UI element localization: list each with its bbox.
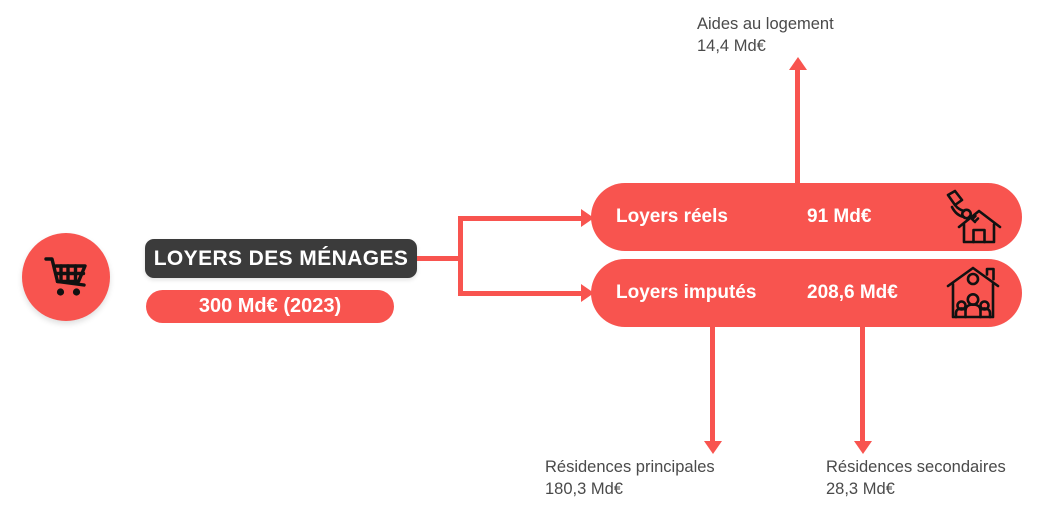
source-title-label: LOYERS DES MÉNAGES xyxy=(153,246,409,270)
arrow-up-head-icon xyxy=(789,57,807,70)
connector-branch-top xyxy=(458,216,588,221)
house-family-icon xyxy=(942,265,1004,321)
caption-secondaires-title: Résidences secondaires xyxy=(826,458,1006,476)
row-loyers-imputes: Loyers imputés 208,6 Md€ xyxy=(591,259,1022,327)
caption-aides-au-logement: Aides au logement 14,4 Md€ xyxy=(697,13,834,57)
arrow-to-loyers-imputes-icon xyxy=(581,284,594,302)
arrow-down-principales-head-icon xyxy=(704,441,722,454)
caption-residences-secondaires: Résidences secondaires 28,3 Md€ xyxy=(826,456,1006,500)
caption-aides-value: 14,4 Md€ xyxy=(697,37,766,55)
row-loyers-reels-value: 91 Md€ xyxy=(807,206,872,227)
caption-secondaires-value: 28,3 Md€ xyxy=(826,480,895,498)
row-loyers-imputes-label: Loyers imputés xyxy=(616,282,757,303)
caption-aides-title: Aides au logement xyxy=(697,15,834,33)
caption-principales-title: Résidences principales xyxy=(545,458,715,476)
source-title-chip: LOYERS DES MÉNAGES xyxy=(145,239,417,278)
connector-riser xyxy=(458,216,463,296)
arrow-to-loyers-reels-icon xyxy=(581,209,594,227)
row-loyers-reels: Loyers réels 91 Md€ xyxy=(591,183,1022,251)
hand-key-house-icon xyxy=(942,189,1004,245)
arrow-up-line xyxy=(795,68,800,190)
arrow-down-secondaires-head-icon xyxy=(854,441,872,454)
connector-stem xyxy=(417,256,462,261)
arrow-down-secondaires-line xyxy=(860,318,865,444)
shopping-cart-icon xyxy=(43,255,89,299)
source-total-pill: 300 Md€ (2023) xyxy=(146,290,394,323)
caption-residences-principales: Résidences principales 180,3 Md€ xyxy=(545,456,715,500)
connector-branch-bottom xyxy=(458,291,588,296)
source-icon-badge xyxy=(22,233,110,321)
row-loyers-imputes-value: 208,6 Md€ xyxy=(807,282,898,303)
row-loyers-reels-label: Loyers réels xyxy=(616,206,728,227)
caption-principales-value: 180,3 Md€ xyxy=(545,480,623,498)
source-total-label: 300 Md€ (2023) xyxy=(198,295,342,317)
arrow-down-principales-line xyxy=(710,318,715,444)
